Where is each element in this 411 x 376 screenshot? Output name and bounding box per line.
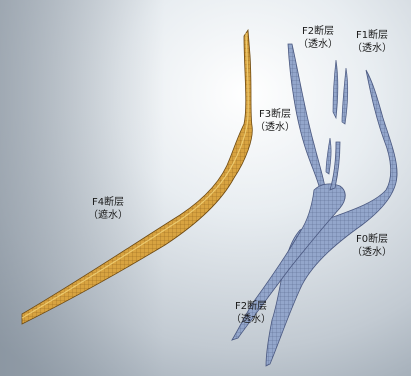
fault-label-f0: F0断层 （透水） bbox=[352, 233, 392, 259]
fault-property: （透水） bbox=[231, 313, 271, 326]
fault-name: F0断层 bbox=[352, 233, 392, 246]
fault-property: （透水） bbox=[352, 42, 392, 55]
fault-label-f2-top: F2断层 （透水） bbox=[298, 25, 338, 51]
fault-label-f1: F1断层 （透水） bbox=[352, 29, 392, 55]
fault-property: （透水） bbox=[255, 121, 295, 134]
fault-name: F1断层 bbox=[352, 29, 392, 42]
fault-label-f3: F3断层 （透水） bbox=[255, 108, 295, 134]
fault-name: F3断层 bbox=[255, 108, 295, 121]
fault-label-f4: F4断层 （遮水） bbox=[88, 196, 128, 222]
fault-property: （透水） bbox=[298, 38, 338, 51]
fault-property: （透水） bbox=[352, 246, 392, 259]
fault-label-f2-bottom: F2断层 （透水） bbox=[231, 300, 271, 326]
fault-name: F4断层 bbox=[88, 196, 128, 209]
fault-name: F2断层 bbox=[298, 25, 338, 38]
fault-name: F2断层 bbox=[231, 300, 271, 313]
fault-property: （遮水） bbox=[88, 209, 128, 222]
